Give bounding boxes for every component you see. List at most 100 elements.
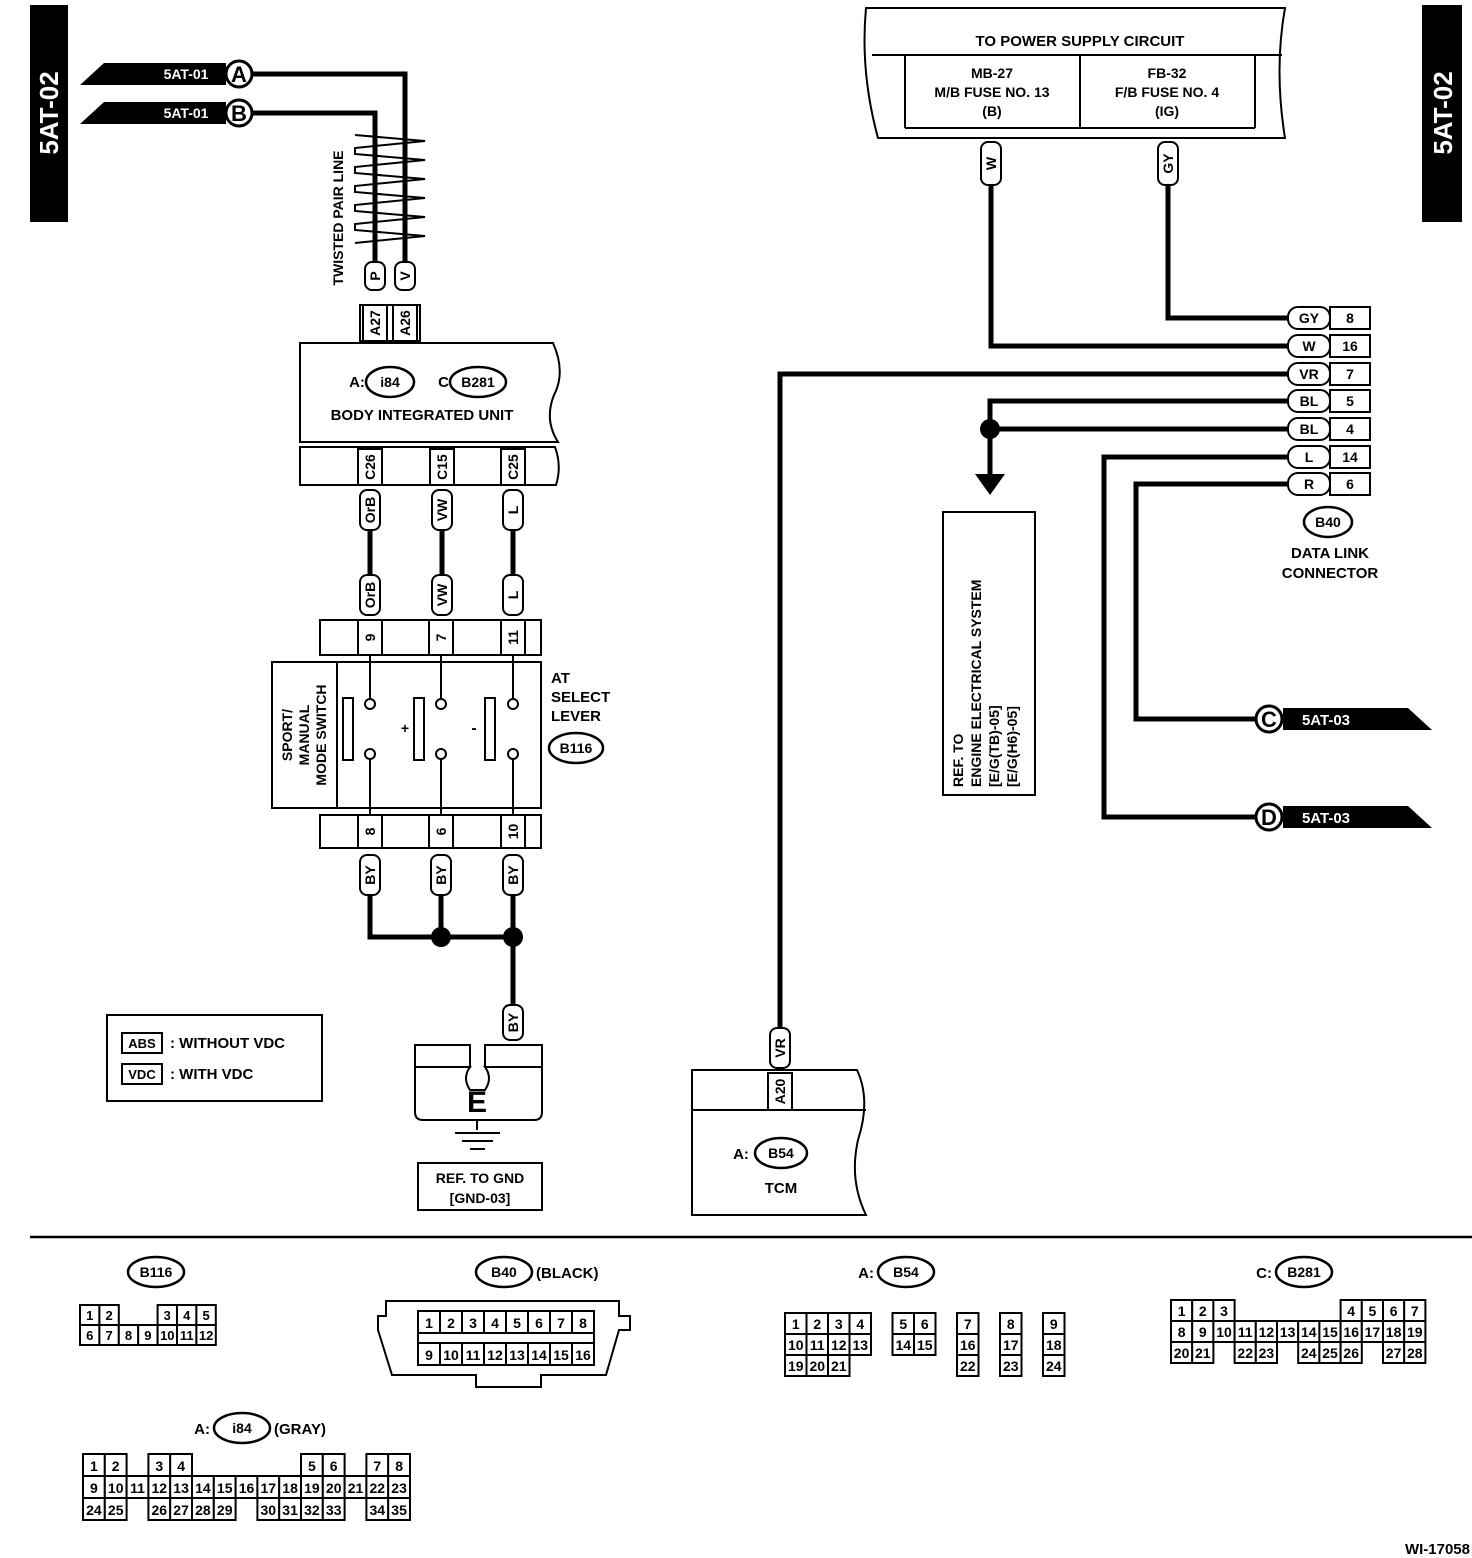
wire-color-label: GY — [1160, 153, 1176, 174]
connector-pin — [571, 1310, 595, 1334]
lever-label: LEVER — [551, 708, 601, 725]
offpage-ref: 5AT-03 — [1302, 712, 1350, 729]
wire-color-tag — [364, 261, 386, 291]
pin-number: 35 — [391, 1502, 407, 1518]
pin-cell — [500, 619, 526, 656]
connector-pin — [1403, 1341, 1427, 1364]
ground-wire — [367, 895, 513, 940]
connector-pin — [387, 1497, 412, 1521]
offpage-arrow — [1283, 708, 1432, 730]
gnd-ref-text: [GND-03] — [450, 1190, 511, 1206]
connector-id: B281 — [461, 374, 495, 390]
wire-color-tag — [431, 574, 453, 616]
pin-number: 13 — [852, 1337, 868, 1353]
connector-pin — [1254, 1341, 1279, 1364]
pin-cell — [357, 814, 383, 849]
plus-symbol: + — [401, 720, 409, 736]
pin-number: 12 — [1259, 1324, 1275, 1340]
page-ref-bar-left — [30, 5, 68, 222]
pin-number: 10 — [788, 1337, 804, 1353]
prefix: A: — [733, 1146, 749, 1163]
pin-number: 19 — [788, 1358, 804, 1374]
legend-tag-box — [121, 1063, 163, 1085]
power-supply-box — [863, 7, 1287, 139]
pin-number: 1 — [1178, 1303, 1186, 1319]
pin-cell — [357, 619, 383, 656]
pin-number: 15 — [553, 1347, 569, 1363]
pin-number: 14 — [895, 1337, 911, 1353]
pin-number: 13 — [173, 1480, 189, 1496]
connector-pin — [212, 1497, 237, 1521]
pin-number: 24 — [86, 1502, 102, 1518]
pin-number: A20 — [772, 1078, 788, 1104]
pin-number: 9 — [425, 1347, 433, 1363]
connector-id: B116 — [140, 1264, 173, 1280]
pin-number: 22 — [370, 1480, 386, 1496]
pin-number: 10 — [108, 1480, 124, 1496]
pin-number: 28 — [195, 1502, 211, 1518]
pin-number: 6 — [330, 1458, 338, 1474]
connector-prefix: A: — [858, 1265, 874, 1282]
dlc-pin-cell — [1329, 334, 1371, 358]
pin-number: 8 — [395, 1458, 403, 1474]
signal-wire — [253, 71, 408, 262]
pin-number: 33 — [326, 1502, 342, 1518]
connector-pin — [827, 1354, 851, 1377]
dlc-pin: 4 — [1346, 421, 1354, 437]
switch-contact-bar — [484, 697, 496, 761]
pin-number: 3 — [1220, 1303, 1228, 1319]
lever-label: SELECT — [551, 689, 610, 706]
wire-color-label: BY — [505, 865, 521, 885]
wire-color-label: V — [397, 271, 413, 281]
arrow-down-icon — [975, 474, 1005, 495]
wire-color-label: L — [505, 590, 521, 599]
pin-number: C26 — [362, 454, 378, 480]
switch-label: MANUAL — [296, 704, 312, 765]
pin-number: 8 — [125, 1328, 132, 1343]
contact-terminal — [507, 748, 519, 760]
twisted-pair-label: TWISTED PAIR LINE — [330, 150, 346, 285]
pin-number: 5 — [899, 1316, 907, 1332]
dlc-pin-cell — [1329, 306, 1371, 330]
connector-id: B116 — [560, 740, 593, 756]
pin-number: 21 — [348, 1480, 364, 1496]
pin-number: 9 — [362, 633, 378, 641]
offpage-circle — [224, 98, 254, 128]
fuse-label: (IG) — [1155, 103, 1179, 119]
pin-number: 2 — [447, 1315, 455, 1331]
pin-number: 27 — [1386, 1345, 1402, 1361]
wire-vr — [777, 371, 1288, 1028]
pin-number: C25 — [505, 454, 521, 480]
pin-cell — [362, 304, 388, 342]
wire-r — [1133, 481, 1288, 722]
power-supply-title: TO POWER SUPPLY CIRCUIT — [976, 33, 1185, 50]
legend-text: : WITH VDC — [170, 1066, 253, 1083]
connector-pin — [195, 1324, 217, 1346]
pin-number: 13 — [509, 1347, 525, 1363]
ground-terminal — [414, 1066, 543, 1121]
pin-number: 14 — [195, 1480, 211, 1496]
offpage-arrow — [80, 102, 226, 124]
wire-color-tag — [502, 1004, 524, 1041]
gnd-ref-text: REF. TO GND — [436, 1170, 524, 1186]
pin-number: 17 — [261, 1480, 277, 1496]
pin-number: 34 — [370, 1502, 386, 1518]
engine-ref-box — [942, 511, 1036, 796]
engine-ref-text: [E/G(TB)-05] — [986, 705, 1002, 787]
dlc-pin-cell — [1329, 445, 1371, 469]
pin-number: 5 — [513, 1315, 521, 1331]
dlc-pin: 14 — [1342, 449, 1358, 465]
prefix: A: — [349, 374, 365, 391]
offpage-letter: A — [231, 62, 247, 87]
offpage-circle — [1254, 704, 1284, 734]
pin-number: 23 — [1003, 1358, 1019, 1374]
connector-id: B54 — [768, 1145, 794, 1161]
wire-color-tag — [394, 261, 416, 291]
pin-number: 1 — [792, 1316, 800, 1332]
connector-id-badge — [753, 1136, 809, 1170]
pin-number: 8 — [1178, 1324, 1186, 1340]
connector-pin — [1339, 1341, 1363, 1364]
pin-number: 9 — [1199, 1324, 1207, 1340]
pin-number: 10 — [1216, 1324, 1232, 1340]
wire-l — [1101, 454, 1288, 820]
